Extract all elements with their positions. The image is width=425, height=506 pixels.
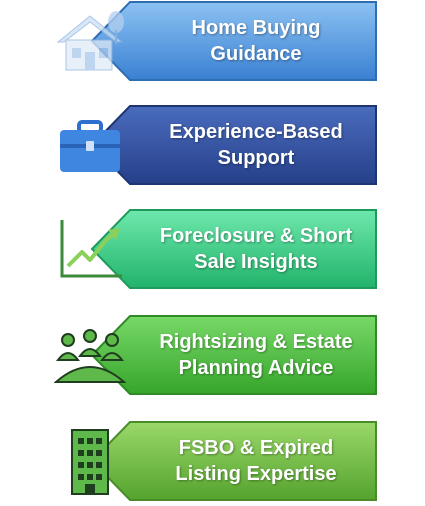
item-label: Rightsizing & Estate Planning Advice <box>159 331 353 379</box>
experience-based-support-item: Experience-Based Support <box>0 104 425 186</box>
meeting-people-icon <box>54 329 126 383</box>
item-label: Foreclosure & Short Sale Insights <box>159 225 353 273</box>
rising-chart-icon <box>60 220 122 278</box>
item-label: Home Buying Guidance <box>191 17 321 65</box>
office-building-icon <box>71 429 109 495</box>
home-buying-guidance-item: Home Buying Guidance <box>0 0 425 82</box>
briefcase-icon <box>60 120 120 172</box>
foreclosure-short-sale-item: Foreclosure & Short Sale Insights <box>0 208 425 290</box>
badge-shape <box>90 315 377 395</box>
badge-shape <box>90 209 377 289</box>
badge-shape <box>90 0 377 81</box>
item-label: FSBO & Expired Listing Expertise <box>175 437 337 485</box>
house-icon <box>56 11 124 71</box>
rightsizing-estate-planning-item: Rightsizing & Estate Planning Advice <box>0 314 425 396</box>
fsbo-expired-listing-item: FSBO & Expired Listing Expertise <box>0 420 425 502</box>
item-label: Experience-Based Support <box>169 121 343 169</box>
